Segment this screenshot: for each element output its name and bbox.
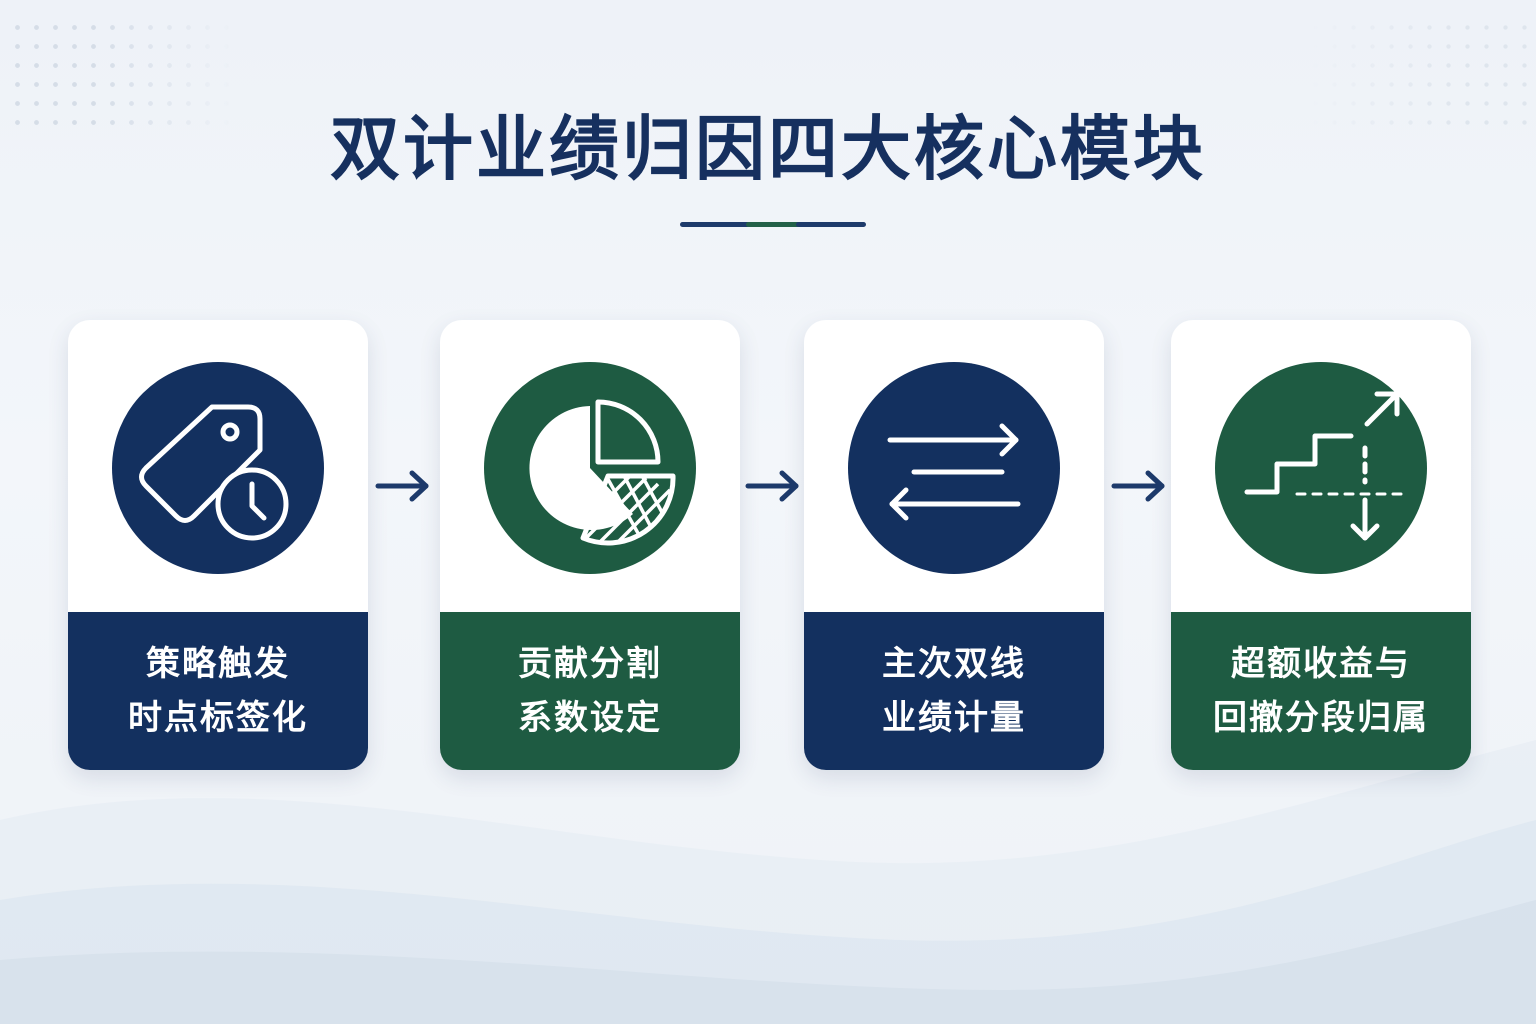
step-up-down-icon xyxy=(1244,391,1407,541)
icon-badge xyxy=(848,362,1060,574)
module-card-contribution-split: 贡献分割 系数设定 xyxy=(440,320,740,770)
module-card-strategy-tagging: 策略触发 时点标签化 xyxy=(68,320,368,770)
title-underline xyxy=(680,222,866,227)
pie-split-icon xyxy=(529,399,676,546)
module-label: 主次双线 业绩计量 xyxy=(882,644,1026,738)
module-label-band: 主次双线 业绩计量 xyxy=(804,612,1104,770)
arrow-right-icon xyxy=(1111,470,1165,502)
module-label: 超额收益与 回撤分段归属 xyxy=(1213,644,1429,738)
page-title: 双计业绩归因四大核心模块 xyxy=(330,108,1206,190)
icon-badge xyxy=(112,362,324,574)
icon-badge xyxy=(484,362,696,574)
dot-pattern-decoration xyxy=(8,18,238,138)
icon-badge xyxy=(1215,362,1427,574)
dual-arrows-icon xyxy=(887,423,1021,521)
arrow-right-icon xyxy=(375,470,429,502)
module-label-band: 贡献分割 系数设定 xyxy=(440,612,740,770)
module-label: 策略触发 时点标签化 xyxy=(128,644,308,738)
tag-clock-icon xyxy=(139,404,289,541)
module-label-band: 策略触发 时点标签化 xyxy=(68,612,368,770)
module-label-band: 超额收益与 回撤分段归属 xyxy=(1171,612,1471,770)
dot-pattern-decoration xyxy=(1306,18,1536,128)
module-label: 贡献分割 系数设定 xyxy=(518,644,662,738)
module-card-excess-return-drawdown: 超额收益与 回撤分段归属 xyxy=(1171,320,1471,770)
module-card-dual-line-measurement: 主次双线 业绩计量 xyxy=(804,320,1104,770)
arrow-right-icon xyxy=(745,470,799,502)
